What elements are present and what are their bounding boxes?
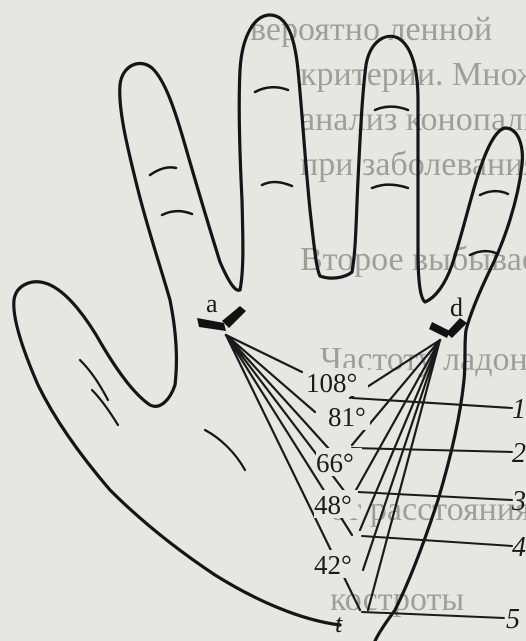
triradius-a-label: a [206, 289, 218, 318]
finger-joint-crease [162, 211, 192, 215]
background-text-line: при заболеваниях [300, 146, 526, 183]
triradius-a-marker [222, 306, 246, 328]
background-text-line: вероятно ленной [250, 11, 492, 48]
triradius-d-label: d [450, 293, 463, 322]
position-number-2: 2 [512, 438, 526, 469]
leader-line [352, 448, 512, 452]
thumb-crease [80, 360, 108, 400]
background-text-line: анализ конопальных [300, 101, 526, 138]
background-text-line: костроты [330, 581, 464, 618]
angle-label-108: 108° [306, 368, 357, 398]
angle-label-42: 42° [314, 550, 352, 580]
position-number-1: 1 [512, 394, 526, 425]
finger-joint-crease [480, 191, 508, 195]
background-text-line: Второе выбывает [300, 241, 526, 278]
leader-line [352, 398, 512, 408]
angle-label-66: 66° [316, 448, 354, 478]
angle-labels: 108° 81° 66° 48° 42° [306, 368, 370, 580]
ray-a [226, 335, 315, 412]
angle-label-81: 81° [328, 402, 366, 432]
finger-joint-crease [262, 182, 292, 186]
triradius-d-marker [429, 322, 450, 338]
position-number-3: 3 [511, 486, 526, 517]
triradius-a-marker [197, 318, 226, 331]
position-number-5: 5 [506, 604, 520, 635]
finger-joint-crease [372, 185, 408, 188]
triradius-markers [197, 306, 467, 338]
background-print-text: вероятно ленной критерии. Множе анализ к… [250, 11, 526, 618]
triradius-t-label: t [335, 609, 343, 638]
palm-crease [205, 430, 245, 470]
position-number-4: 4 [512, 532, 526, 563]
finger-joint-crease [255, 87, 288, 92]
angle-label-48: 48° [314, 490, 352, 520]
finger-joint-crease [150, 167, 176, 175]
